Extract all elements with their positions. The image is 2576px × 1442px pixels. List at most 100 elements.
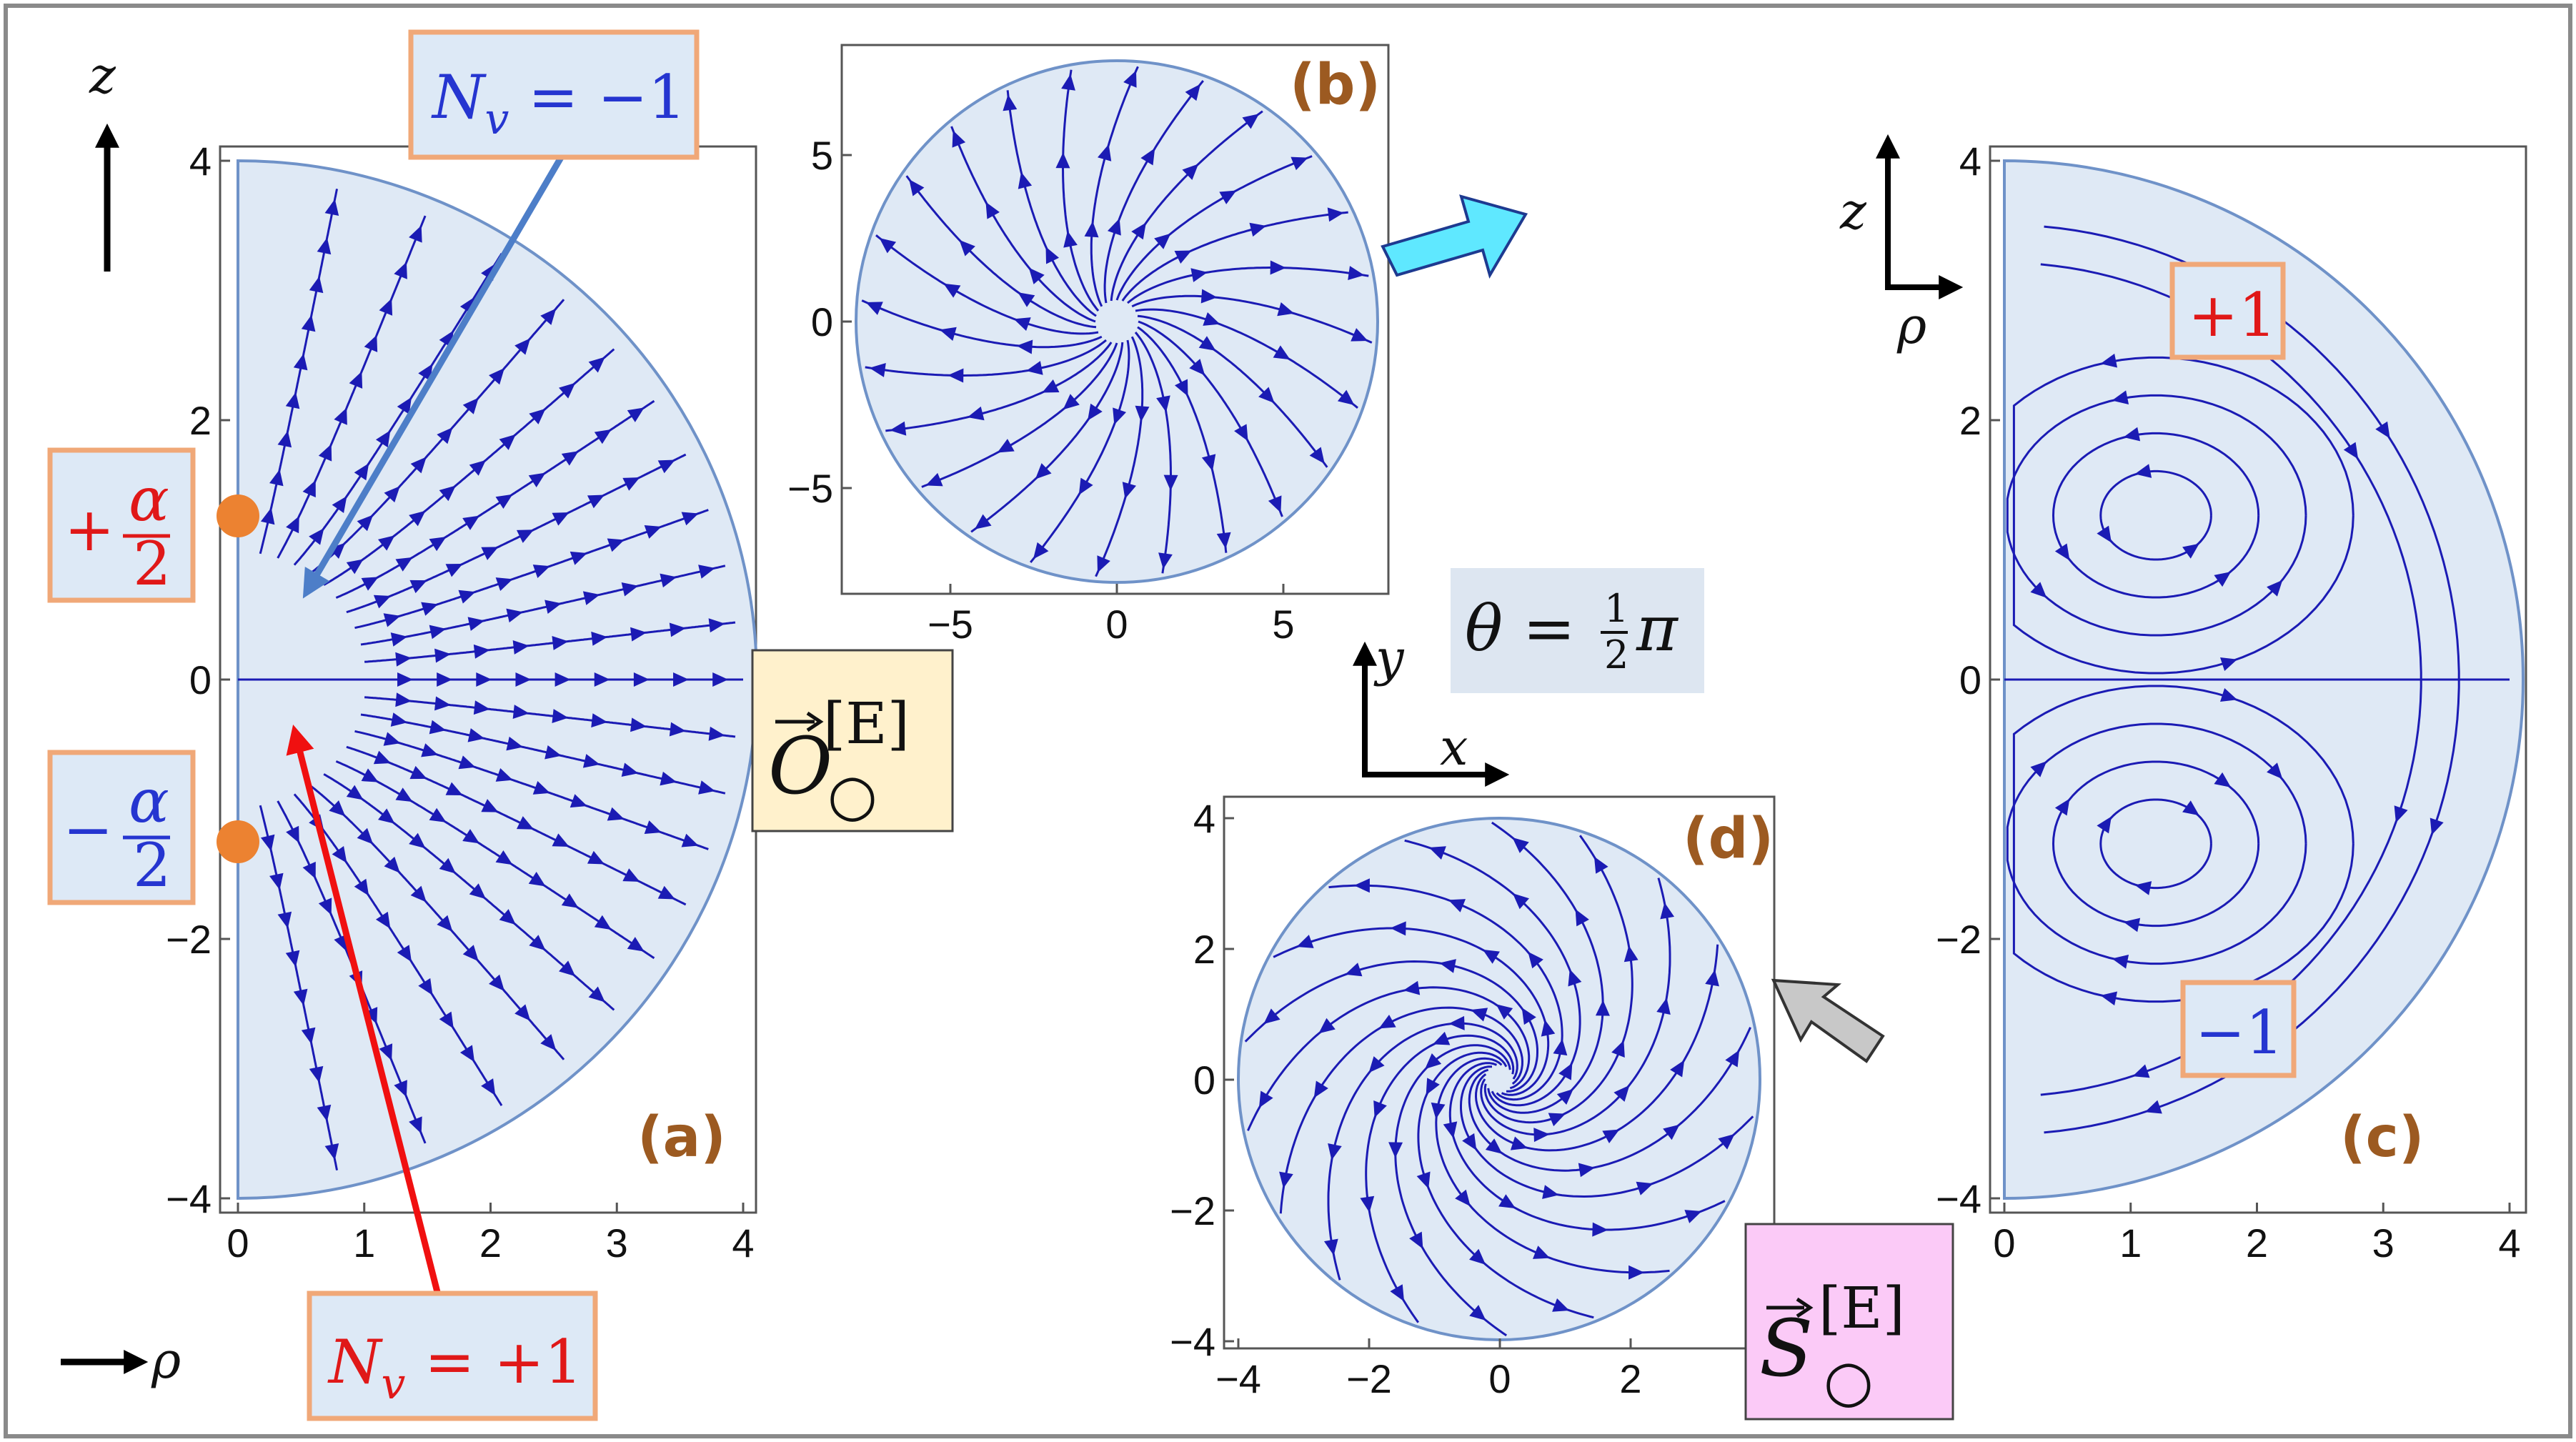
streamline-arrowhead (1611, 1040, 1625, 1058)
streamline-arrowhead (669, 722, 686, 737)
panel-d-streamlines (1244, 821, 1754, 1337)
panel-d-field-region (1237, 817, 1761, 1341)
x-axis-label: x (1440, 718, 1468, 777)
streamline-arrowhead (1613, 1085, 1630, 1102)
streamline-arrowhead (1558, 1063, 1573, 1080)
streamline-arrowhead (1656, 998, 1671, 1015)
streamline-arrowhead (532, 565, 550, 578)
streamline-arrowhead (657, 885, 675, 900)
streamline-arrowhead (445, 782, 463, 795)
panel-d-x-tick-label: −2 (1346, 1356, 1392, 1401)
vortex-minus-label: Nv = −1 (431, 62, 686, 144)
operator-S-box (1744, 1223, 1954, 1421)
badge-minus-one-box (2180, 980, 2297, 1078)
panel-b-x-tick-label: −5 (928, 602, 973, 647)
streamline-arrowhead (1462, 1133, 1477, 1150)
panel-d-streamline (1435, 1057, 1670, 1274)
panel-c-streamline (2006, 722, 2307, 965)
streamline-arrowhead (974, 514, 992, 529)
theta-num: 1 (1604, 586, 1628, 631)
panel-b-streamline (921, 342, 1118, 488)
panel-b-streamline (1006, 90, 1097, 317)
streamline-arrowhead (2054, 543, 2070, 561)
streamline-arrowhead (570, 794, 587, 808)
panel-b-streamline (1090, 66, 1139, 307)
streamline-arrowhead (1042, 379, 1060, 393)
panel-c-streamline (2099, 469, 2212, 561)
streamline-arrowhead (317, 1104, 332, 1122)
streamline-arrowhead (657, 459, 675, 474)
streamline-arrowhead (607, 807, 625, 821)
streamline-arrowhead (1345, 963, 1363, 977)
panel-b-streamline (1138, 320, 1283, 517)
streamline-arrowhead (2430, 817, 2444, 835)
streamline-arrowhead (1291, 156, 1308, 171)
streamline-arrowhead (1078, 477, 1093, 495)
panel-c-y-tick-label: 2 (1959, 398, 1981, 443)
streamline-arrowhead (528, 472, 546, 487)
streamline-arrowhead (570, 551, 587, 565)
streamline-arrowhead (489, 368, 505, 385)
streamline-arrowhead (1552, 1298, 1570, 1312)
panel-d-streamline (1279, 1006, 1524, 1214)
streamline-arrowhead (516, 529, 534, 543)
streamline-arrowhead (607, 538, 625, 552)
panel-d-streamline (1394, 1044, 1511, 1337)
plus-alpha: α (129, 464, 169, 534)
operator-S-superscript: [E] (1819, 1275, 1905, 1341)
streamline-arrowhead (2030, 761, 2047, 777)
streamline-arrowhead (561, 893, 579, 908)
panel-d-y-tick-label: −4 (1170, 1319, 1215, 1364)
streamline-arrowhead (332, 846, 347, 863)
streamline-arrowhead (395, 692, 412, 707)
streamline-arrowhead (1088, 403, 1103, 421)
streamline-arrowhead (286, 516, 299, 534)
streamline-arrowhead (495, 494, 513, 509)
streamline-arrowhead (540, 308, 557, 325)
streamline-arrowhead (429, 537, 447, 552)
streamline-arrowhead (2054, 798, 2070, 816)
streamline-arrowhead (698, 780, 715, 795)
gray-block-arrow (1771, 978, 1885, 1063)
panel-d-streamline (1244, 960, 1538, 1093)
vortex-minus-N: N (431, 62, 487, 132)
panel-a-letter: (a) (637, 1105, 726, 1170)
streamline-arrowhead (1368, 1056, 1385, 1073)
streamline-arrowhead (588, 986, 605, 1003)
streamline-arrowhead (552, 833, 570, 847)
streamline-arrowhead (552, 635, 569, 650)
streamline-arrowhead (869, 363, 886, 377)
panel-b-streamline (865, 339, 1107, 377)
panel-a-x-tick-label: 2 (479, 1220, 502, 1266)
streamline-arrowhead (293, 353, 308, 371)
streamline-arrowhead (2394, 805, 2408, 823)
streamline-arrowhead (1533, 1128, 1550, 1143)
vortex-plus-N: N (327, 1327, 383, 1397)
streamline-arrowhead (384, 486, 400, 503)
streamline-arrowhead (1156, 395, 1170, 412)
streamline-arrowhead (277, 430, 292, 448)
streamline-arrowhead (952, 130, 966, 148)
streamline-arrowhead (1360, 1195, 1375, 1213)
streamline-arrowhead (1684, 1210, 1702, 1223)
streamline-arrowhead (582, 591, 600, 605)
streamline-arrowhead (1528, 951, 1543, 969)
streamline-arrowhead (708, 726, 725, 741)
streamline-arrowhead (1028, 267, 1045, 284)
panel-c-streamline (2006, 394, 2307, 637)
streamline-arrowhead (409, 832, 426, 849)
streamline-arrowhead (384, 856, 400, 873)
streamline-arrowhead (1660, 902, 1675, 920)
streamline-arrowhead (1140, 148, 1155, 166)
streamline-arrowhead (516, 816, 534, 830)
streamline-arrowhead (544, 745, 562, 760)
streamline-arrowhead (1084, 221, 1099, 238)
streamline-arrowhead (1131, 222, 1146, 240)
panel-c-streamline (2012, 356, 2354, 675)
streamline-arrowhead (269, 872, 284, 890)
streamline-arrowhead (395, 557, 413, 572)
streamline-arrowhead (1270, 260, 1286, 275)
streamline-arrowhead (2100, 991, 2118, 1006)
